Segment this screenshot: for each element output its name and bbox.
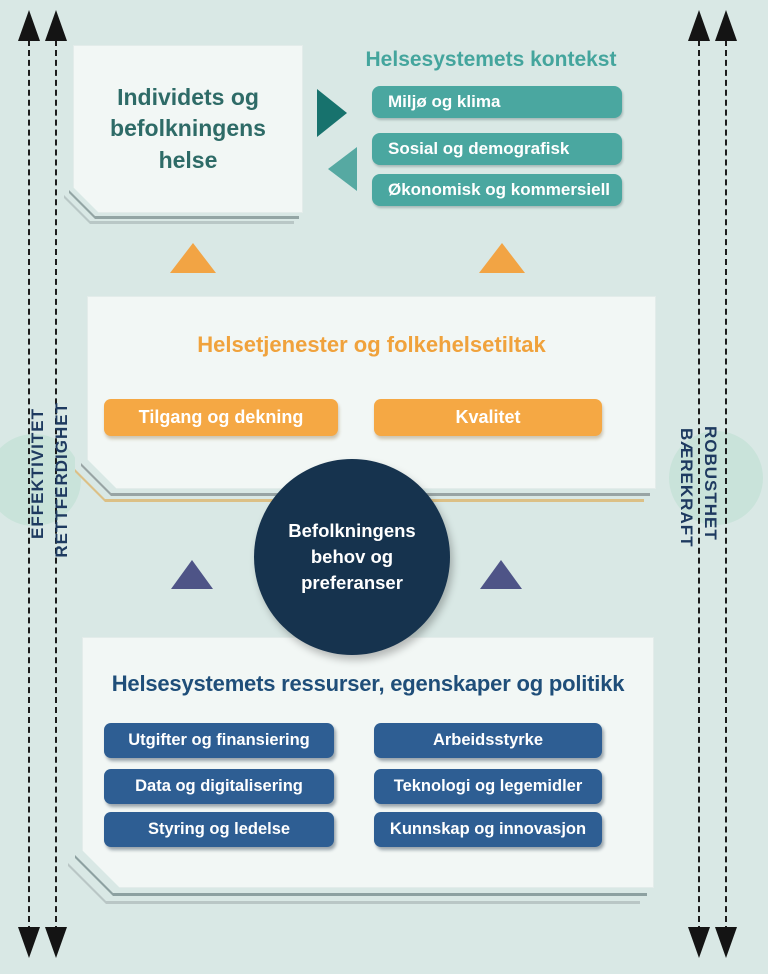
services-title: Helsetjenester og folkehelsetiltak xyxy=(197,332,546,357)
services-box: Helsetjenester og folkehelsetiltak Tilga… xyxy=(87,296,656,489)
up-triangle-orange-icon xyxy=(170,243,216,273)
services-item-tilgang: Tilgang og dekning xyxy=(104,399,338,436)
services-item-kvalitet: Kvalitet xyxy=(374,399,602,436)
up-triangle-slate-icon xyxy=(171,560,213,589)
left-axis-label-rettferdighet: RETTFERDIGHET xyxy=(52,402,71,558)
up-triangle-orange-icon xyxy=(479,243,525,273)
down-arrow-icon xyxy=(18,927,40,958)
right-axis-label-baerekraft: BÆREKRAFT xyxy=(677,428,696,548)
left-axis-highlight-circle xyxy=(0,434,81,526)
left-triangle-icon xyxy=(328,147,357,191)
context-item-miljo: Miljø og klima xyxy=(372,86,622,118)
left-axis-label-effektivitet: EFFEKTIVITET xyxy=(28,408,47,539)
resources-item-arbeidsstyrke: Arbeidsstyrke xyxy=(374,723,602,758)
individ-box-title: Individets og befolkningens helse xyxy=(110,84,266,173)
left-axis-line-2 xyxy=(55,40,57,932)
resources-box: Helsesystemets ressurser, egenskaper og … xyxy=(82,637,654,888)
resources-item-utgifter: Utgifter og finansiering xyxy=(104,723,334,758)
right-axis-line-2 xyxy=(725,40,727,932)
context-item-okonomisk: Økonomisk og kommersiell xyxy=(372,174,622,206)
up-triangle-slate-icon xyxy=(480,560,522,589)
context-title: Helsesystemets kontekst xyxy=(365,48,617,71)
center-circle-title: Befolkningens behov og preferanser xyxy=(288,520,416,593)
down-arrow-icon xyxy=(715,927,737,958)
up-arrow-icon xyxy=(18,10,40,41)
right-axis-highlight-circle xyxy=(669,431,763,525)
down-arrow-icon xyxy=(688,927,710,958)
resources-item-teknologi: Teknologi og legemidler xyxy=(374,769,602,804)
center-circle: Befolkningens behov og preferanser xyxy=(254,459,450,655)
resources-title: Helsesystemets ressurser, egenskaper og … xyxy=(111,671,625,696)
left-axis-line-1 xyxy=(28,40,30,932)
right-axis-label-robusthet: ROBUSTHET xyxy=(701,426,720,541)
context-item-sosial: Sosial og demografisk xyxy=(372,133,622,165)
up-arrow-icon xyxy=(45,10,67,41)
right-triangle-icon xyxy=(317,89,347,137)
resources-item-kunnskap: Kunnskap og innovasjon xyxy=(374,812,602,847)
resources-item-data: Data og digitalisering xyxy=(104,769,334,804)
up-arrow-icon xyxy=(688,10,710,41)
individ-box: Individets og befolkningens helse xyxy=(73,45,303,213)
up-arrow-icon xyxy=(715,10,737,41)
right-axis-line-1 xyxy=(698,40,700,932)
resources-item-styring: Styring og ledelse xyxy=(104,812,334,847)
down-arrow-icon xyxy=(45,927,67,958)
